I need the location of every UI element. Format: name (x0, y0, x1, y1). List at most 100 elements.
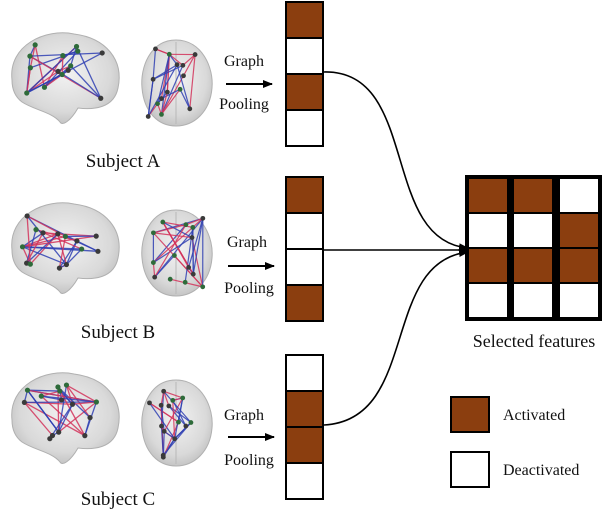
legend: Activated Deactivated (450, 396, 579, 488)
network-node (74, 238, 80, 244)
graph-pooling-label-line1: Graph (224, 53, 264, 70)
network-edge (26, 215, 67, 265)
subject-label: Subject C (81, 489, 155, 510)
network-edge (192, 218, 204, 275)
network-node (63, 261, 70, 268)
network-node (99, 50, 105, 56)
network-node (82, 433, 88, 439)
network-node (176, 419, 181, 425)
feature-cell-deactivated (467, 212, 509, 249)
network-node (38, 393, 44, 399)
network-edge (26, 229, 37, 264)
feature-cell-deactivated (512, 212, 554, 249)
subject-label: Subject A (86, 151, 161, 172)
connector-a (323, 71, 469, 252)
feature-cell-deactivated (467, 282, 509, 319)
network-edge (154, 224, 187, 278)
network-edge (168, 53, 184, 66)
network-edge (163, 390, 192, 423)
network-node (32, 42, 38, 48)
network-node (19, 244, 26, 250)
network-node (24, 213, 30, 219)
feature-cell-activated (285, 1, 324, 39)
network-node (65, 67, 71, 73)
network-edge (26, 73, 63, 94)
selection-connectors (323, 71, 469, 426)
network-edge (152, 48, 157, 80)
network-node (192, 52, 198, 57)
network-edge (163, 391, 170, 407)
network-node (180, 395, 186, 401)
network-edge (27, 389, 97, 403)
selected-column-frame (556, 175, 602, 321)
network-node (188, 420, 194, 425)
brain-axial-icon (141, 209, 213, 297)
feature-cell-deactivated (558, 177, 600, 214)
network-node (27, 53, 33, 59)
network-node (69, 401, 76, 407)
network-node (27, 65, 33, 71)
network-node (93, 399, 99, 405)
network-node (40, 230, 46, 236)
network-node (166, 403, 172, 409)
network-node (180, 62, 186, 68)
network-node (190, 224, 196, 230)
selected-features-title: Selected features (473, 331, 595, 351)
network-edge (34, 44, 46, 88)
network-node (56, 265, 63, 271)
network-node (177, 86, 183, 92)
network-edge (57, 386, 86, 436)
network-edge (153, 232, 193, 239)
network-edge (148, 402, 176, 440)
feature-cell-activated (467, 247, 509, 284)
brain-sagittal-icon (11, 202, 120, 294)
selected-feature-column (510, 175, 556, 321)
network-node (181, 73, 186, 79)
network-node (55, 231, 61, 237)
network-node (55, 68, 61, 74)
network-node (47, 436, 53, 442)
network-node (200, 215, 206, 221)
network-edge (160, 91, 168, 115)
network-node (166, 51, 172, 57)
subject-label: Subject B (81, 322, 155, 343)
legend-deactivated-label: Deactivated (503, 462, 579, 479)
network-edge (65, 384, 74, 405)
network-node (58, 397, 65, 403)
network-edge (24, 401, 86, 437)
network-edge (49, 403, 74, 440)
network-node (21, 399, 27, 406)
subject-group-b: Subject B Graph Pooling (11, 176, 324, 343)
network-edge (72, 401, 97, 405)
selected-feature-column (465, 175, 511, 321)
network-node (161, 388, 167, 394)
feature-vector (285, 354, 324, 500)
brain-sagittal-icon (11, 32, 120, 124)
subject-group-a: Subject A Graph Pooling (11, 1, 324, 172)
connector-c (323, 249, 469, 426)
network-edge (70, 65, 102, 99)
network-edge (26, 215, 31, 265)
network-edge (65, 240, 78, 265)
network-edge (154, 255, 175, 278)
brain-axial-icon (141, 379, 213, 467)
feature-cell-activated (285, 390, 324, 428)
feature-cell-activated (512, 247, 554, 284)
network-edge (153, 224, 187, 234)
network-node (183, 222, 189, 228)
network-node (33, 227, 39, 233)
network-node (171, 253, 177, 258)
network-edge (155, 48, 170, 55)
network-edge (162, 221, 193, 239)
network-node (160, 219, 166, 225)
network-node (183, 423, 189, 429)
network-edge (160, 88, 181, 115)
network-edge (84, 417, 91, 436)
network-node (73, 43, 80, 50)
feature-cell-activated (285, 176, 324, 214)
selected-features (465, 175, 602, 321)
feature-cell-deactivated (285, 37, 324, 75)
network-edge (174, 397, 184, 439)
selected-column-frame (510, 175, 556, 321)
